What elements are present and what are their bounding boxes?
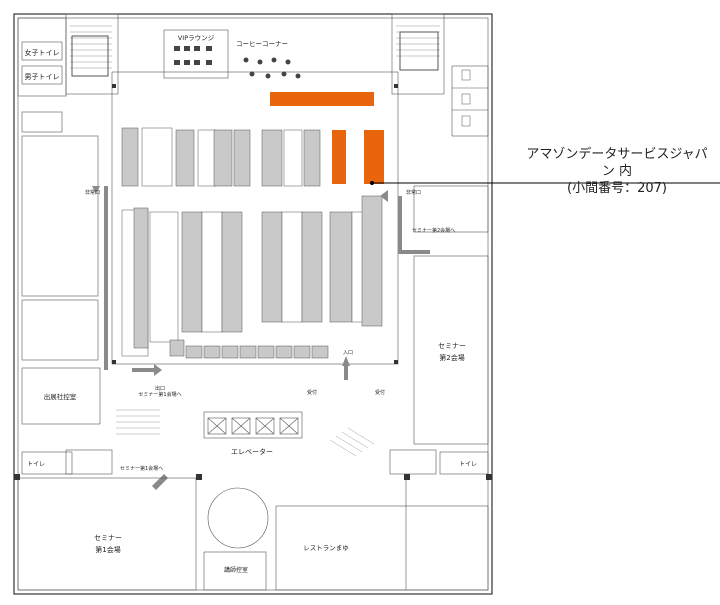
callout-marker (370, 181, 374, 185)
rotunda (207, 487, 269, 549)
restaurant-room (275, 505, 489, 591)
stairs-top-right (391, 13, 445, 95)
emergency-left-label: 非常口 (85, 189, 100, 196)
lecturer-label: 講師控室 (224, 566, 248, 574)
exit-label: 出口 (155, 385, 165, 392)
office-room (21, 367, 101, 425)
booth-grid-upper (121, 127, 321, 187)
callout-booth-number: (小間番号：207) (567, 181, 667, 196)
restaurant-label: レストランまゆ (303, 544, 349, 552)
left-room-upper (21, 135, 99, 297)
booth-grid-lower (121, 195, 383, 359)
callout-label: アマゾンデータサービスジャパン 内 (小間番号：207) (522, 146, 712, 197)
seminar2-room (413, 255, 489, 445)
stairs-lower-left (116, 409, 160, 435)
to-seminar2-label: セミナー第2会場へ (412, 227, 455, 234)
callout-company: アマゾンデータサービスジャパン 内 (526, 147, 708, 179)
highlight-booth-206 (332, 130, 346, 184)
stairs-lower-right (329, 427, 375, 457)
seminar1-room (17, 477, 197, 591)
stairs-top-left (65, 13, 119, 95)
womens-toilet-label: 女子トイレ (25, 48, 60, 57)
to-seminar1-label: セミナー第1会場へ (138, 391, 181, 398)
building-outline (13, 13, 493, 595)
seminar1-label: セミナー (94, 534, 122, 542)
elevator-label: エレベーター (231, 447, 273, 456)
to-seminar1-lower-label: セミナー第1会場へ (120, 465, 163, 472)
seminar1-sub-label: 第1会場 (95, 545, 120, 554)
highlight-booth-top (270, 92, 374, 106)
emergency-right-label: 非常口 (406, 189, 421, 196)
reception-left-label: 受付 (307, 389, 317, 396)
office-label: 出展社控室 (44, 392, 77, 401)
seminar2-label: セミナー (438, 342, 466, 350)
elevator-bank (203, 411, 303, 439)
vip-lounge (163, 29, 229, 79)
mens-toilet-label: 男子トイレ (25, 73, 60, 81)
toilet-right-label: トイレ (459, 461, 477, 468)
vip-lounge-label: VIPラウンジ (178, 34, 215, 42)
entrance-label: 入口 (343, 350, 353, 356)
toilet-left-label: トイレ (27, 461, 45, 468)
coffee-corner-label: コーヒーコーナー (236, 40, 288, 48)
reception-right-label: 受付 (375, 389, 385, 396)
highlight-booth-207 (364, 130, 384, 184)
seminar2-sub-label: 第2会場 (439, 353, 464, 362)
